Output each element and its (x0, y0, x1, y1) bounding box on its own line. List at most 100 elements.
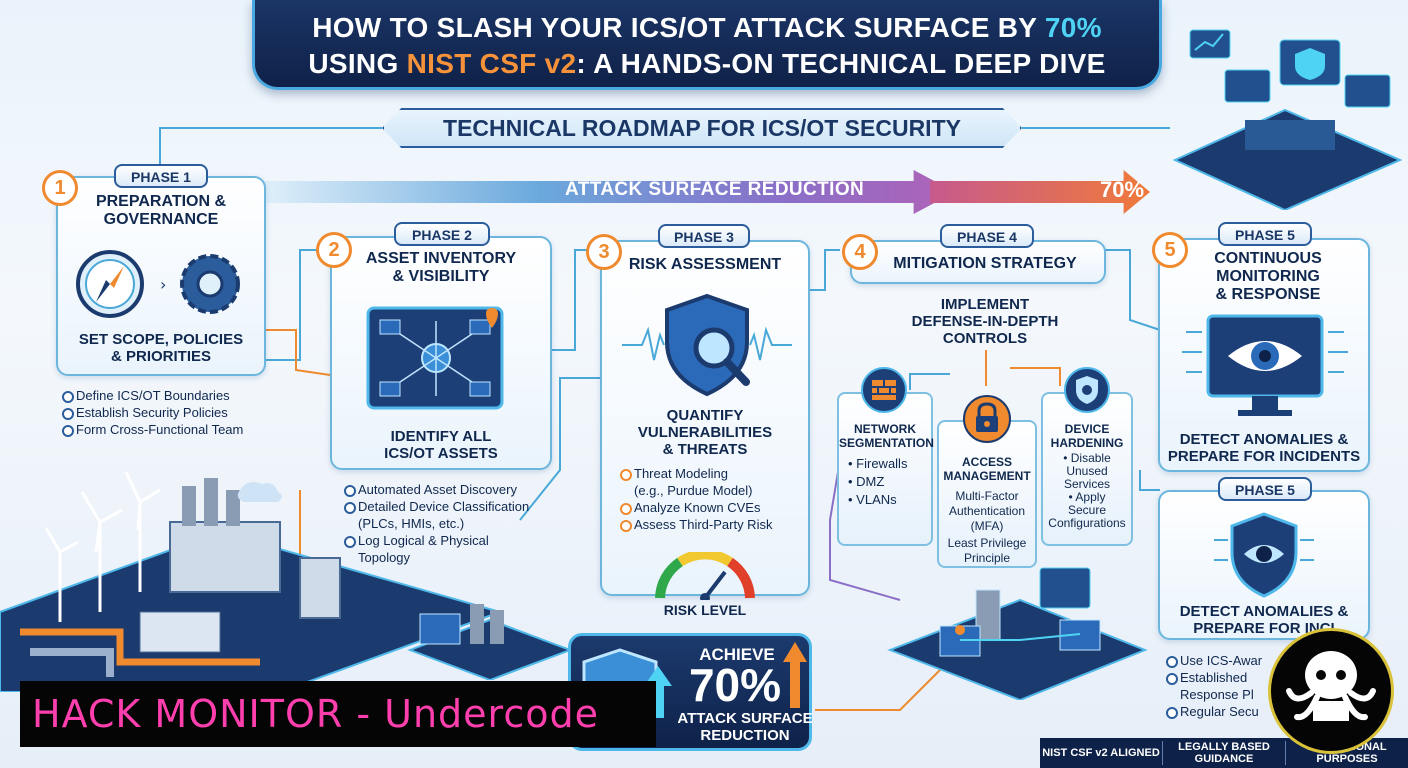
phase-4-caption: IMPLEMENT DEFENSE-IN-DEPTH CONTROLS (880, 296, 1090, 347)
list-item: Detailed Device Classification (342, 498, 567, 515)
phase-4-title: MITIGATION STRATEGY (893, 255, 1077, 272)
compass-gear-icon: › (76, 250, 240, 318)
list-item: • Firewalls (848, 456, 908, 471)
list-item: Principle (963, 551, 1011, 565)
title-text: USING (308, 48, 407, 79)
list-item: Define ICS/OT Boundaries (60, 387, 270, 404)
list-item: Authentication (948, 504, 1026, 518)
hardening-shield-icon (1064, 367, 1110, 413)
list-item: Regular Secu (1164, 703, 1272, 720)
shield-magnifier-icon (622, 293, 792, 397)
list-item: Use ICS-Awar (1164, 652, 1272, 669)
footer-item: LEGALLY BASED GUIDANCE (1162, 741, 1285, 765)
industrial-plant-illustration (0, 471, 504, 692)
phase-5-number: 5 (1152, 232, 1188, 268)
control-branches (909, 350, 1061, 390)
control-access-management (937, 420, 1037, 568)
risk-level-label: RISK LEVEL (663, 602, 747, 618)
title-line-1: HOW TO SLASH YOUR ICS/OT ATTACK SURFACE … (255, 10, 1159, 46)
list-item: Analyze Known CVEs (618, 499, 808, 516)
svg-text:›: › (160, 275, 166, 294)
control-items: • Firewalls • DMZ • VLANs (848, 455, 926, 509)
list-item: Automated Asset Discovery (342, 481, 567, 498)
phase-5-title-line: CONTINUOUS (1214, 250, 1322, 267)
title-text: HOW TO SLASH YOUR ICS/OT ATTACK SURFACE … (312, 12, 1045, 43)
list-item: • VLANs (848, 492, 897, 507)
phase-5b-bullets: Use ICS-Awar Established Response Pl Reg… (1164, 652, 1272, 720)
phase-1-title-line: GOVERNANCE (103, 211, 219, 228)
footer-item: NIST CSF v2 ALIGNED (1042, 747, 1160, 759)
title-text: : A HANDS-ON TECHNICAL DEEP DIVE (576, 48, 1106, 79)
list-item: • DMZ (848, 474, 885, 489)
list-item: Response Pl (1180, 687, 1254, 702)
phase-2-pill: PHASE 2 (394, 222, 490, 246)
list-item: Services (1063, 477, 1110, 491)
phase-3-bullets: Threat Modeling (e.g., Purdue Model) Ana… (618, 465, 808, 533)
phase-1-pill: PHASE 1 (114, 164, 208, 188)
shield-eye-icon (1214, 512, 1314, 598)
phase-4-caption-line: IMPLEMENT (940, 296, 1030, 313)
achieve-sub: ATTACK SURFACE REDUCTION (660, 710, 830, 744)
firewall-icon (861, 367, 907, 413)
network-map-icon (366, 306, 504, 410)
phase-3-title: RISK ASSESSMENT (628, 256, 782, 273)
list-item: Multi-Factor (955, 489, 1019, 503)
title-banner: HOW TO SLASH YOUR ICS/OT ATTACK SURFACE … (252, 0, 1162, 90)
phase-5-caption-line: DETECT ANOMALIES & (1179, 431, 1349, 448)
control-title: NETWORK SEGMENTATION (839, 422, 934, 450)
phase-2-number: 2 (316, 232, 352, 268)
list-item: Threat Modeling (618, 465, 808, 482)
list-item: Form Cross-Functional Team (60, 421, 270, 438)
list-item: Log Logical & Physical (342, 532, 567, 549)
list-item: Assess Third-Party Risk (618, 516, 808, 533)
octopus-icon (1286, 651, 1376, 721)
phase-2-caption: IDENTIFY ALL ICS/OT ASSETS (340, 428, 542, 462)
list-item: Establish Security Policies (60, 404, 270, 421)
list-item: Secure (1067, 503, 1107, 517)
list-item: (e.g., Purdue Model) (634, 483, 753, 498)
phase-2-title-line: & VISIBILITY (392, 268, 490, 285)
watermark-bar: HACK MONITOR - Undercode (20, 681, 656, 747)
list-item: Topology (358, 550, 411, 565)
phase-1-title-line: PREPARATION & (95, 193, 227, 210)
phase-2-title: ASSET INVENTORY & VISIBILITY (340, 250, 542, 286)
phase-5b-caption-line: DETECT ANOMALIES & (1179, 603, 1349, 620)
control-title: ACCESS MANAGEMENT (939, 455, 1035, 483)
list-item: Unused (1066, 464, 1108, 478)
phase-2-caption-line: ICS/OT ASSETS (384, 445, 498, 462)
control-title-line: ACCESS (961, 455, 1012, 469)
achieve-sub-line: REDUCTION (700, 727, 790, 744)
control-device-hardening (1041, 392, 1133, 546)
list-item: Established (1164, 669, 1272, 686)
control-room-illustration (407, 604, 570, 680)
phase-5-caption-line: PREPARE FOR INCIDENTS (1167, 448, 1361, 465)
phase-5-title: CONTINUOUS MONITORING & RESPONSE (1180, 250, 1356, 304)
soc-illustration (1172, 29, 1403, 210)
lock-icon (963, 395, 1011, 443)
control-items: • Disable Unused Services • Apply Secure… (1043, 452, 1131, 530)
list-item: (MFA) (970, 519, 1004, 533)
list-item: • Apply (1068, 490, 1106, 504)
roadmap-banner: TECHNICAL ROADMAP FOR ICS/OT SECURITY (382, 108, 1022, 148)
phase-4-caption-line: CONTROLS (942, 330, 1028, 347)
control-network-segmentation (837, 392, 933, 546)
control-title-line: NETWORK (854, 422, 916, 436)
phase-3-caption-line: VULNERABILITIES (637, 424, 773, 441)
achieve-label: ACHIEVE (699, 645, 775, 664)
reduction-arrow-pct: 70% (1100, 177, 1145, 202)
phase-5b-pill: PHASE 5 (1218, 477, 1312, 501)
list-item: (PLCs, HMIs, etc.) (358, 516, 465, 531)
list-item: Configurations (1048, 516, 1126, 530)
phase-4-caption-line: DEFENSE-IN-DEPTH (911, 313, 1059, 330)
phase-1-caption: SET SCOPE, POLICIES & PRIORITIES (66, 331, 256, 365)
control-title-line: MANAGEMENT (943, 469, 1031, 483)
footer-bar: NIST CSF v2 ALIGNED LEGALLY BASED GUIDAN… (1040, 738, 1408, 768)
title-line-2: USING NIST CSF v2: A HANDS-ON TECHNICAL … (255, 46, 1159, 82)
phase-2-bullets: Automated Asset Discovery Detailed Devic… (342, 481, 567, 566)
control-title: DEVICE HARDENING (1043, 422, 1131, 450)
phase-2-title-line: ASSET INVENTORY (365, 250, 517, 267)
phase-3-caption: QUANTIFY VULNERABILITIES & THREATS (610, 407, 800, 458)
phase-5-pill: PHASE 5 (1218, 222, 1312, 246)
phase-5-title-line: & RESPONSE (1215, 286, 1321, 303)
phase-1-title: PREPARATION & GOVERNANCE (66, 193, 256, 229)
